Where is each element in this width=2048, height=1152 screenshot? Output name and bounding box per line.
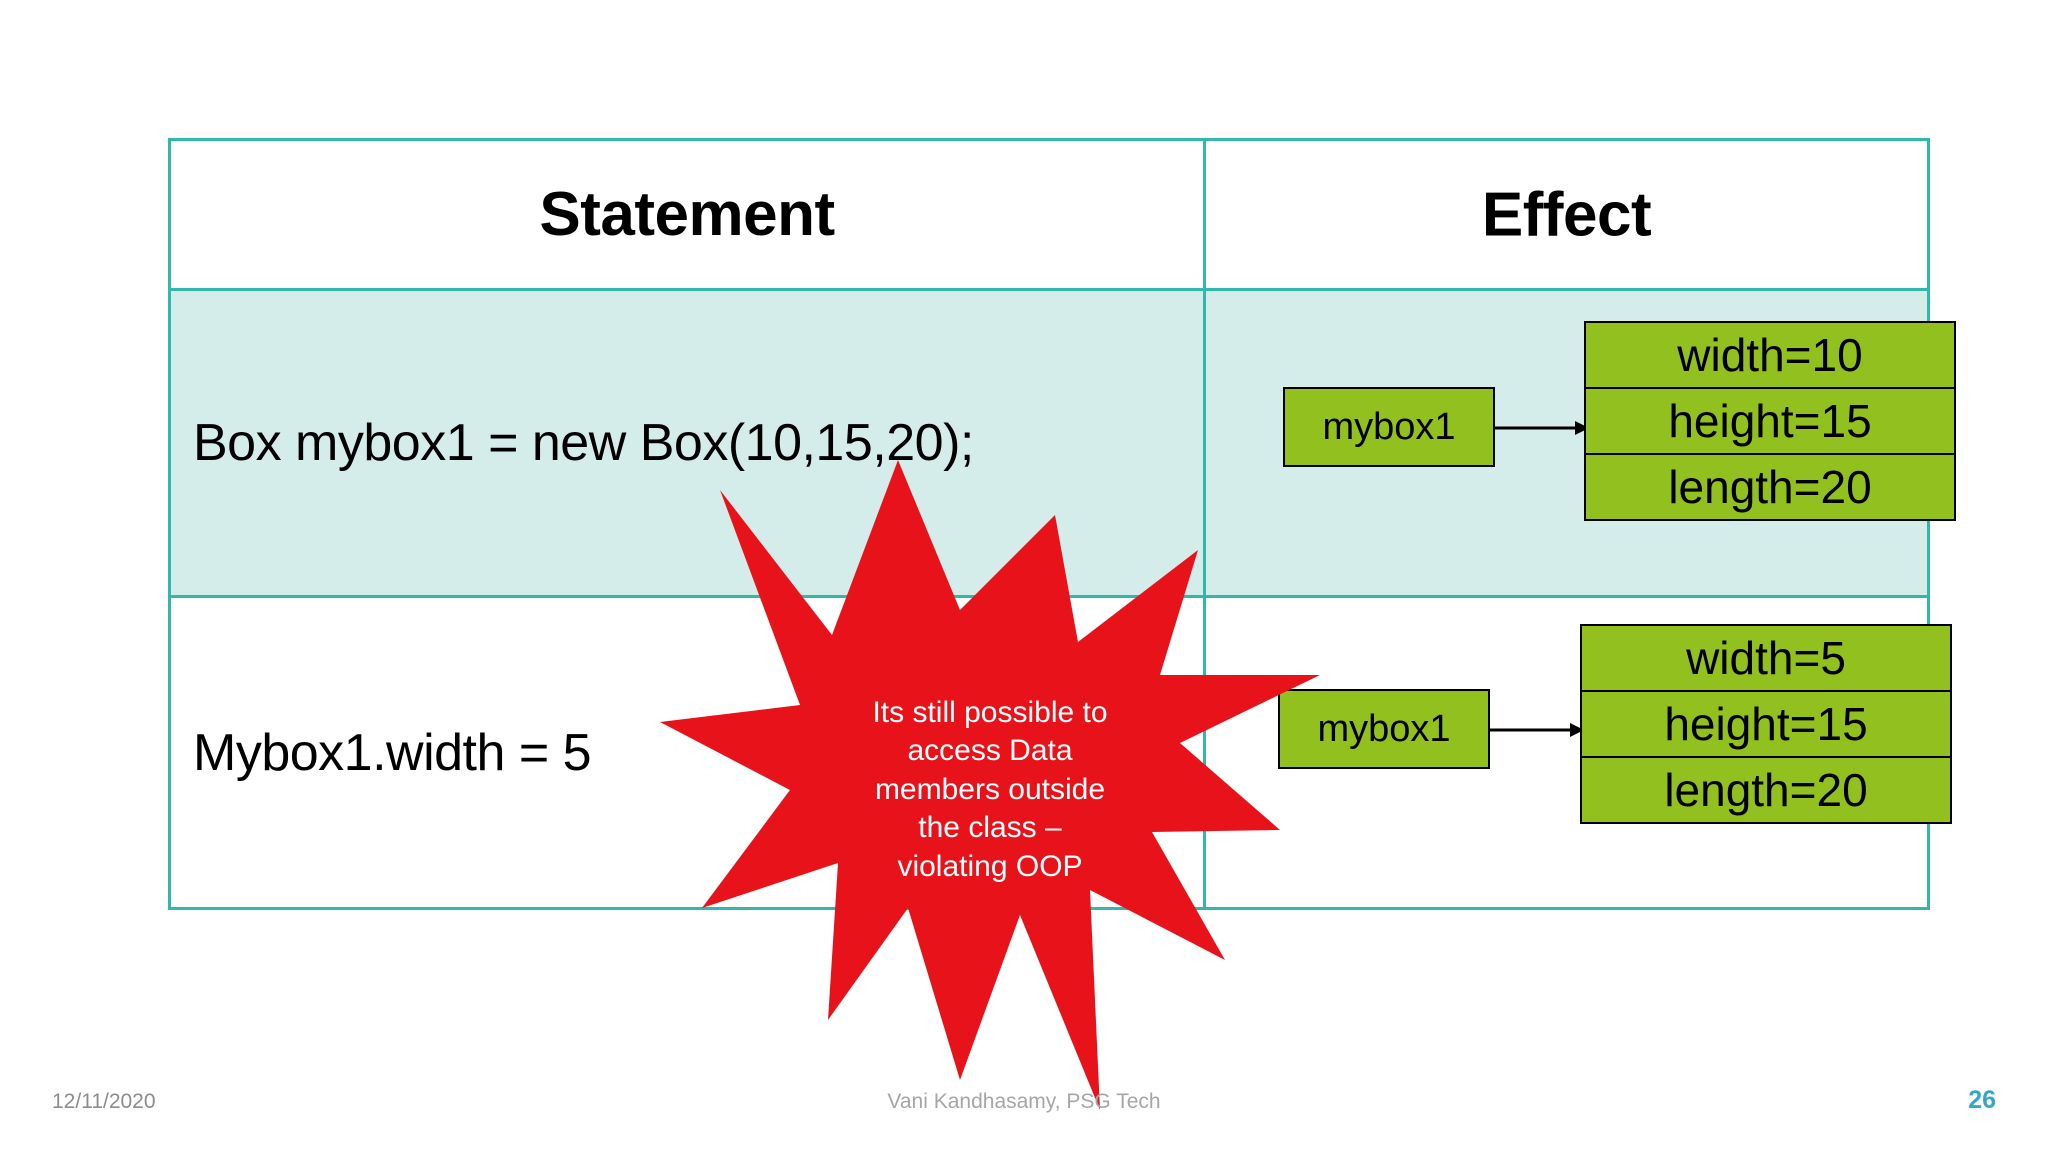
object-fields-box-2: width=5 height=15 length=20 [1580,624,1952,824]
statement-text-1: Box mybox1 = new Box(10,15,20); [193,414,974,472]
object-diagram-1: mybox1 width=10 height=15 length=20 [1206,291,1956,595]
starburst-callout: Its still possible to access Data member… [660,460,1320,1110]
reference-box-2: mybox1 [1278,689,1490,769]
footer-date: 12/11/2020 [52,1090,156,1113]
cell-statement-1: Box mybox1 = new Box(10,15,20); [171,291,1206,595]
arrow-icon-1 [1495,417,1589,439]
column-header-statement: Statement [539,180,835,249]
arrow-icon-2 [1490,719,1584,741]
page-number: 26 [1968,1086,1996,1114]
field-width-2: width=5 [1582,626,1950,692]
object-fields-box-1: width=10 height=15 length=20 [1584,321,1956,521]
cell-statement-2: Mybox1.width = 5 [171,598,1206,907]
table-header-row: Statement Effect [171,141,1927,291]
cell-effect-1: mybox1 width=10 height=15 length=20 [1206,291,1956,595]
header-cell-statement: Statement [171,141,1206,288]
reference-label-1: mybox1 [1322,405,1456,448]
footer-attribution: Vani Kandhasamy, PSG Tech [887,1090,1161,1113]
field-length-1: length=20 [1668,461,1872,513]
statement-text-2: Mybox1.width = 5 [193,723,592,782]
object-diagram-2: mybox1 width=5 height=15 length=20 [1206,598,1952,907]
field-height-2: height=15 [1582,692,1950,758]
header-cell-effect: Effect [1206,141,1927,288]
cell-effect-2: mybox1 width=5 height=15 length=20 [1206,598,1952,907]
reference-label-2: mybox1 [1317,707,1451,750]
field-height-1: height=15 [1586,389,1954,455]
field-width-1: width=10 [1586,323,1954,389]
field-length-2: length=20 [1664,764,1868,816]
column-header-effect: Effect [1481,180,1652,249]
reference-box-1: mybox1 [1283,387,1495,467]
starburst-shape-icon [660,460,1320,1110]
